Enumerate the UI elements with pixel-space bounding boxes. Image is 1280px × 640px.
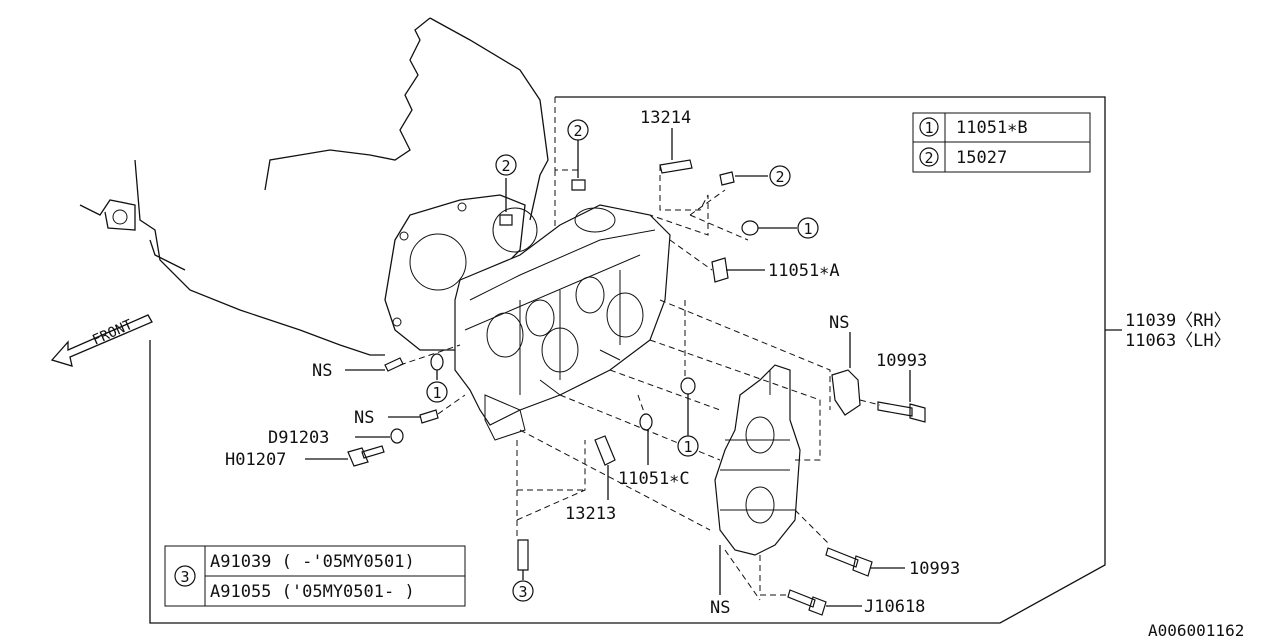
callout-2c: 2 [775, 168, 784, 186]
plug-2c [499, 214, 513, 226]
camshaft-carrier [714, 364, 801, 556]
label-H01207: H01207 [225, 450, 286, 470]
label-J10618: J10618 [864, 597, 925, 617]
legend-top-code-2: 15027 [956, 148, 1007, 168]
label-13213: 13213 [565, 504, 616, 524]
label-11063: 11063〈LH〉 [1125, 331, 1231, 351]
stud-3 [517, 539, 529, 571]
label-11039: 11039〈RH〉 [1125, 311, 1231, 331]
cylinder-head [454, 204, 671, 441]
callout-1c: 1 [683, 438, 692, 456]
cap-11051A [711, 257, 729, 283]
label-ns-2: NS [354, 408, 374, 428]
label-11051C: 11051∗C [618, 469, 690, 489]
leader-lines [305, 128, 1122, 607]
callouts: 2 2 2 1 1 1 3 [426, 119, 819, 602]
label-13214: 13214 [640, 108, 691, 128]
diagram-id: A006001162 [1148, 621, 1244, 640]
callout-1a: 1 [803, 220, 812, 238]
seal-1b [430, 353, 444, 371]
callout-2b: 2 [501, 157, 510, 175]
bracket-ns3 [831, 369, 861, 416]
plug-2b [719, 171, 735, 186]
label-10993-bottom: 10993 [909, 559, 960, 579]
label-11051A: 11051∗A [768, 261, 840, 281]
legend-bottom: 3 A91039 ( -'05MY0501) A91055 ('05MY0501… [164, 545, 466, 607]
legend-top: 1 11051∗B 2 15027 [912, 112, 1091, 173]
label-D91203: D91203 [268, 428, 329, 448]
pin-13214 [659, 159, 693, 174]
front-label: FRONT [90, 317, 136, 349]
bolt-10993-top [877, 401, 926, 423]
bolt-H01207 [347, 445, 385, 467]
label-ns-4: NS [710, 598, 730, 618]
seal-11051C [639, 413, 653, 431]
washer-D91203 [390, 428, 404, 444]
plug-2a [571, 179, 586, 191]
legend-bottom-num: 3 [180, 568, 189, 586]
bolt-J10618 [787, 589, 827, 616]
engine-block-outline [79, 17, 549, 356]
callout-3: 3 [518, 583, 527, 601]
callout-2a: 2 [573, 122, 582, 140]
bolt-ns2 [419, 409, 439, 424]
label-ns-1: NS [312, 361, 332, 381]
legend-top-code-1: 11051∗B [956, 118, 1028, 138]
label-10993-top: 10993 [876, 351, 927, 371]
seal-1a [741, 220, 759, 236]
small-parts [347, 159, 926, 616]
bolt-10993-bottom [825, 547, 873, 577]
frame-outline [149, 96, 1106, 624]
pin-13213 [594, 435, 616, 466]
legend-top-num-1: 1 [924, 119, 933, 137]
seal-1c [680, 377, 696, 395]
part-labels: 13214 11051∗A 11039〈RH〉 11063〈LH〉 NS 109… [225, 108, 1244, 640]
callout-1b: 1 [432, 384, 441, 402]
label-ns-3: NS [829, 313, 849, 333]
legend-bottom-row-2: A91055 ('05MY0501- ) [210, 582, 415, 602]
legend-top-num-2: 2 [924, 149, 933, 167]
front-arrow: FRONT [50, 314, 153, 367]
legend-bottom-row-1: A91039 ( -'05MY0501) [210, 552, 415, 572]
